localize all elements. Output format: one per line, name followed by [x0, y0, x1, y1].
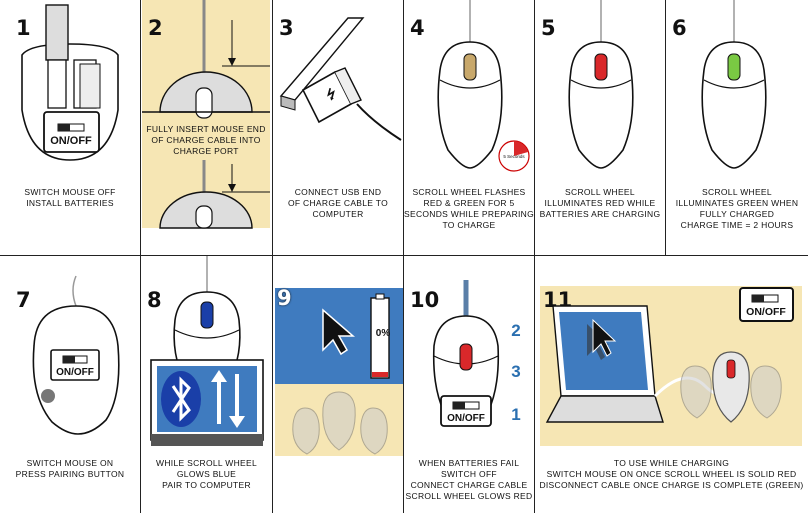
caption: While scroll wheel glows blue pair to co… [141, 458, 272, 491]
mouse-open-battery-icon: ON/OFF [21, 4, 119, 161]
caption-line: Scroll wheel flashes [412, 187, 526, 197]
caption-line: of charge cable to [287, 198, 389, 208]
panel-1: 1 ON/OFF Switch mouse off Install Batter… [0, 0, 140, 255]
step-number: 8 [147, 288, 162, 312]
step-number: 1 [16, 16, 31, 40]
caption: Switch mouse off Install Batteries [0, 187, 140, 209]
mouse-pairing-button-icon: ON/OFF [32, 275, 120, 435]
caption-line: When batteries fail [418, 458, 520, 468]
panel-4: 4 5 Seconds Scroll wheel flashes red & g… [404, 0, 534, 255]
caption-line: switch mouse on once scroll wheel is sol… [546, 469, 797, 479]
low-battery-screen-icon: 0% [275, 288, 403, 456]
panel-5: 5 Scroll wheel illuminates red while bat… [535, 0, 665, 255]
caption-line: charge time = 2 hours [680, 220, 794, 230]
caption-line: charge port [173, 146, 239, 156]
caption-line: Install Batteries [26, 198, 114, 208]
bluetooth-pairing-icon [150, 256, 264, 446]
mouse-green-wheel-icon [701, 0, 767, 169]
panel-11: 11 ON/OFF To use while charging switch m… [535, 256, 808, 513]
step-number: 3 [279, 16, 294, 40]
switch-label: ON/OFF [447, 413, 485, 424]
mouse-red-wheel-icon [568, 0, 634, 169]
panel-7: 7 ON/OFF Switch mouse on press pairing b… [0, 256, 140, 513]
caption: Fully insert mouse end of charge cable i… [142, 124, 270, 157]
timer-label: 5 Seconds [503, 154, 525, 159]
caption-line: scroll wheel glows red [405, 491, 533, 501]
caption: To use while charging switch mouse on on… [535, 458, 808, 491]
panel-8: 8 While scroll wheel glows blue pair to … [141, 256, 272, 513]
caption-line: connect charge cable [410, 480, 528, 490]
step-number: 2 [148, 16, 163, 40]
caption-line: of charge cable into [151, 135, 261, 145]
caption-line: press pairing button [15, 469, 125, 479]
step-number: 6 [672, 16, 687, 40]
caption-line: glows blue [176, 469, 237, 479]
panel-6: 6 Scroll wheel illuminates green when fu… [666, 0, 808, 255]
caption-line: illuminates red while [544, 198, 656, 208]
caption-line: Scroll wheel [565, 187, 635, 197]
switch-label: ON/OFF [56, 367, 94, 378]
caption-line: seconds while preparing [404, 209, 535, 219]
mouse-red-wheel-switch-icon: ON/OFF 2 3 1 [432, 280, 521, 427]
caption-line: illuminates green when [675, 198, 799, 208]
step-label-3: 3 [511, 362, 520, 381]
caption: When batteries fail switch off connect c… [404, 458, 534, 502]
mouse-flashing-wheel-icon: 5 Seconds [437, 0, 530, 172]
caption-line: Switch mouse off [24, 187, 116, 197]
caption-line: to charge [442, 220, 496, 230]
charge-cable-insert-icon [142, 0, 270, 229]
caption: Scroll wheel illuminates red while batte… [535, 187, 665, 220]
step-number: 5 [541, 16, 556, 40]
switch-label: ON/OFF [50, 135, 92, 147]
step-number: 9 [277, 286, 292, 310]
caption-line: red & green for 5 [423, 198, 515, 208]
usb-plug-icon: ⭍ [279, 17, 402, 141]
step-number: 4 [410, 16, 425, 40]
caption-line: To use while charging [613, 458, 730, 468]
step-label-1: 1 [511, 405, 520, 424]
step-number: 7 [16, 288, 31, 312]
laptop-charging-mouse-icon: ON/OFF [545, 287, 794, 423]
caption-line: switch off [441, 469, 497, 479]
step-number: 10 [410, 288, 440, 312]
caption-line: computer [312, 209, 364, 219]
caption: Scroll wheel illuminates green when full… [666, 187, 808, 231]
caption-line: Scroll wheel [702, 187, 772, 197]
caption: Switch mouse on press pairing button [0, 458, 140, 480]
caption-line: batteries are charging [539, 209, 661, 219]
panel-3: 3 ⭍ Connect USB end of charge cable to c… [273, 0, 403, 255]
caption-line: fully charged [699, 209, 775, 219]
caption-line: Fully insert mouse end [146, 124, 266, 134]
caption-line: Connect USB end [294, 187, 382, 197]
step-label-2: 2 [511, 321, 520, 340]
caption-line: Switch mouse on [26, 458, 114, 468]
panel-9: 0% 9 [275, 286, 403, 456]
caption-line: While scroll wheel [156, 458, 257, 468]
panel-10: 10 ON/OFF 2 3 1 When batteries fail swit… [404, 256, 534, 513]
caption-line: pair to computer [162, 480, 251, 490]
caption: Scroll wheel flashes red & green for 5 s… [404, 187, 534, 231]
caption: Connect USB end of charge cable to compu… [273, 187, 403, 220]
battery-percent: 0% [376, 328, 391, 339]
switch-label: ON/OFF [746, 306, 786, 318]
panel-2: 2 Fully insert mouse end of charge cable… [142, 0, 270, 229]
caption-line: Disconnect cable once charge is complete… [539, 480, 804, 490]
